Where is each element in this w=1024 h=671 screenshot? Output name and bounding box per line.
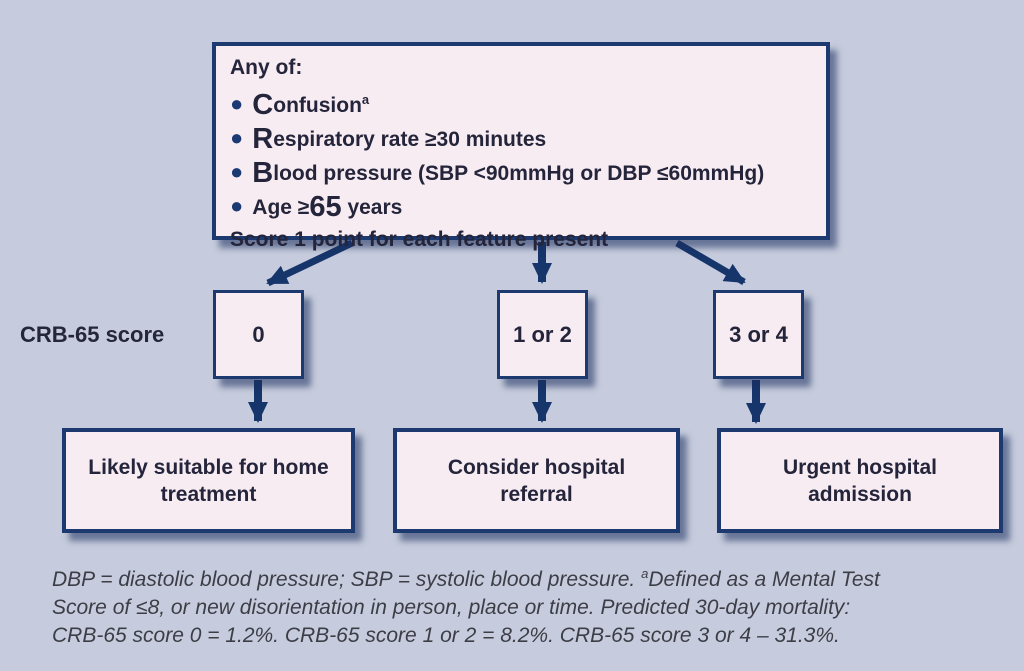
criteria-bullet-confusion: ●Confusiona: [230, 89, 370, 121]
footnote-marker: a: [641, 566, 649, 581]
criteria-bullet-age: ●Age ≥65 years: [230, 191, 403, 223]
outcome-box-hospital-admission: Urgent hospital admission: [717, 428, 1003, 533]
bullet-icon: ●: [230, 193, 244, 218]
outcome-text: Likely suitable for home treatment: [88, 455, 329, 506]
score-value: 1 or 2: [513, 321, 572, 347]
outcome-box-home-treatment: Likely suitable for home treatment: [62, 428, 355, 533]
score-row-label: CRB-65 score: [20, 322, 165, 347]
criteria-bullet-blood-pressure: ●Blood pressure (SBP <90mmHg or DBP ≤60m…: [230, 157, 765, 189]
score-value: 3 or 4: [729, 321, 788, 347]
outcome-text: Urgent hospital admission: [782, 455, 937, 506]
outcome-text: Consider hospital referral: [447, 455, 626, 506]
criteria-box: Any of: ●Confusiona ●Respiratory rate ≥3…: [212, 42, 830, 251]
criteria-title: Any of:: [230, 56, 303, 79]
criteria-bullet-respiratory: ●Respiratory rate ≥30 minutes: [230, 123, 547, 155]
bullet-icon: ●: [230, 91, 244, 116]
outcome-box-hospital-referral: Consider hospital referral: [393, 428, 680, 533]
score-box-1-or-2: 1 or 2: [497, 290, 588, 379]
footnote: DBP = diastolic blood pressure; SBP = sy…: [52, 560, 972, 650]
footnote-line-2: Score of ≤8, or new disorientation in pe…: [52, 596, 851, 619]
score-box-3-or-4: 3 or 4: [713, 290, 804, 379]
criteria-scoring-rule: Score 1 point for each feature present: [230, 228, 609, 251]
score-box-0: 0: [213, 290, 304, 379]
footnote-line-1: DBP = diastolic blood pressure; SBP = sy…: [52, 566, 880, 591]
bullet-icon: ●: [230, 125, 244, 150]
footnote-marker: a: [361, 92, 370, 107]
score-value: 0: [252, 321, 265, 347]
bullet-icon: ●: [230, 159, 244, 184]
footnote-line-3: CRB-65 score 0 = 1.2%. CRB-65 score 1 or…: [52, 624, 840, 647]
